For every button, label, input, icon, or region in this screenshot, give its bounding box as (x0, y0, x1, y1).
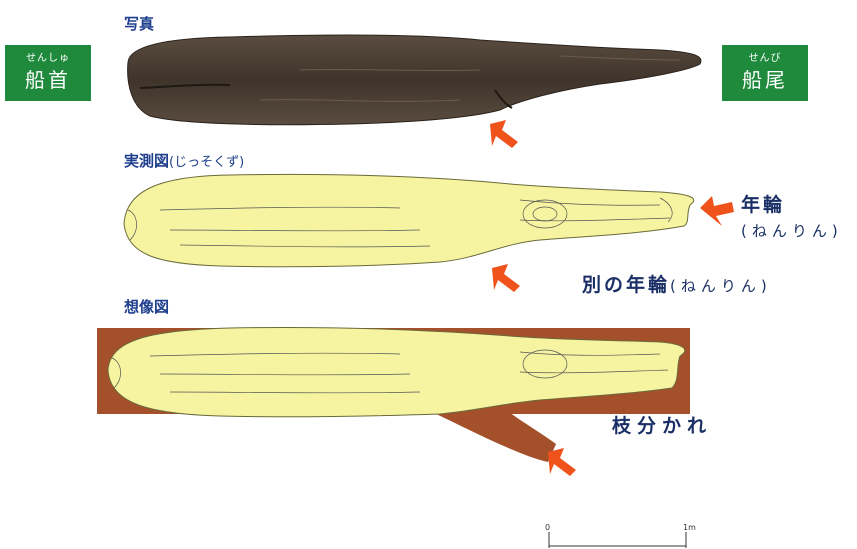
other-ring-text: 別の年輪 (582, 274, 670, 296)
arrow-other-ring-icon (492, 264, 520, 292)
branch-label: 枝分かれ (612, 411, 712, 438)
arrow-branch-icon (548, 448, 576, 476)
arrow-photo-icon (490, 120, 518, 148)
scale-end-label: 1m (683, 523, 696, 532)
canoe-photo (128, 35, 701, 125)
other-ring-label: 別の年輪(ねんりん) (582, 270, 772, 297)
imagined-illustration (97, 327, 690, 462)
scale-start-label: 0 (545, 523, 550, 532)
ring-reading: (ねんりん) (741, 220, 843, 241)
ring-label: 年輪 (741, 190, 785, 217)
other-ring-reading: (ねんりん) (670, 277, 772, 295)
arrow-ring-icon (700, 196, 734, 226)
canoe-survey-drawing (124, 174, 694, 266)
scale-bar (549, 532, 686, 548)
